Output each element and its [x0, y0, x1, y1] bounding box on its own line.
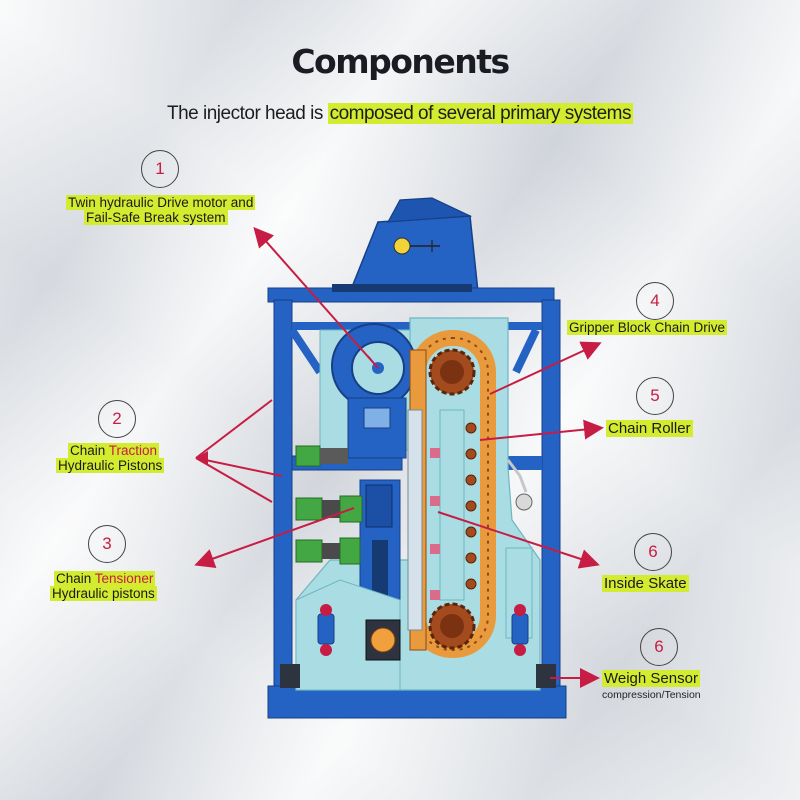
- callout-number-5: 5: [636, 377, 674, 415]
- callout-label-2: Chain Traction Hydraulic Pistons: [56, 443, 165, 473]
- callout-arrows: [194, 227, 604, 688]
- subtitle-highlight: composed of several primary systems: [327, 103, 633, 124]
- callout-label-6a: Inside Skate: [602, 575, 689, 592]
- page-subtitle: The injector head is composed of several…: [0, 103, 800, 125]
- weigh-sensor-left: [317, 604, 335, 656]
- callout-label-3: Chain Tensioner Hydraulic pistons: [50, 571, 157, 601]
- callout-number-2: 2: [98, 400, 136, 438]
- top-mount: [348, 215, 479, 293]
- weigh-sensor-right: [511, 604, 529, 656]
- traction-piston-lower: [295, 497, 323, 521]
- traction-piston-upper: [295, 445, 321, 467]
- callout-number-6a: 6: [634, 533, 672, 571]
- inside-skate: [439, 409, 465, 601]
- callout-number-3: 3: [88, 525, 126, 563]
- callout-number-1: 1: [141, 150, 179, 188]
- callout-label-1: Twin hydraulic Drive motor and Fail-Safe…: [66, 195, 256, 225]
- callout-label-6b: Weigh Sensor compression/Tension: [602, 670, 701, 701]
- callout-label-5: Chain Roller: [606, 420, 693, 437]
- callout-number-6b: 6: [640, 628, 678, 666]
- callout-number-4: 4: [636, 282, 674, 320]
- subtitle-plain: The injector head is: [167, 103, 328, 124]
- tensioner-piston: [295, 539, 323, 563]
- callout-label-4: Gripper Block Chain Drive: [567, 320, 728, 335]
- page-title: Components: [287, 42, 524, 81]
